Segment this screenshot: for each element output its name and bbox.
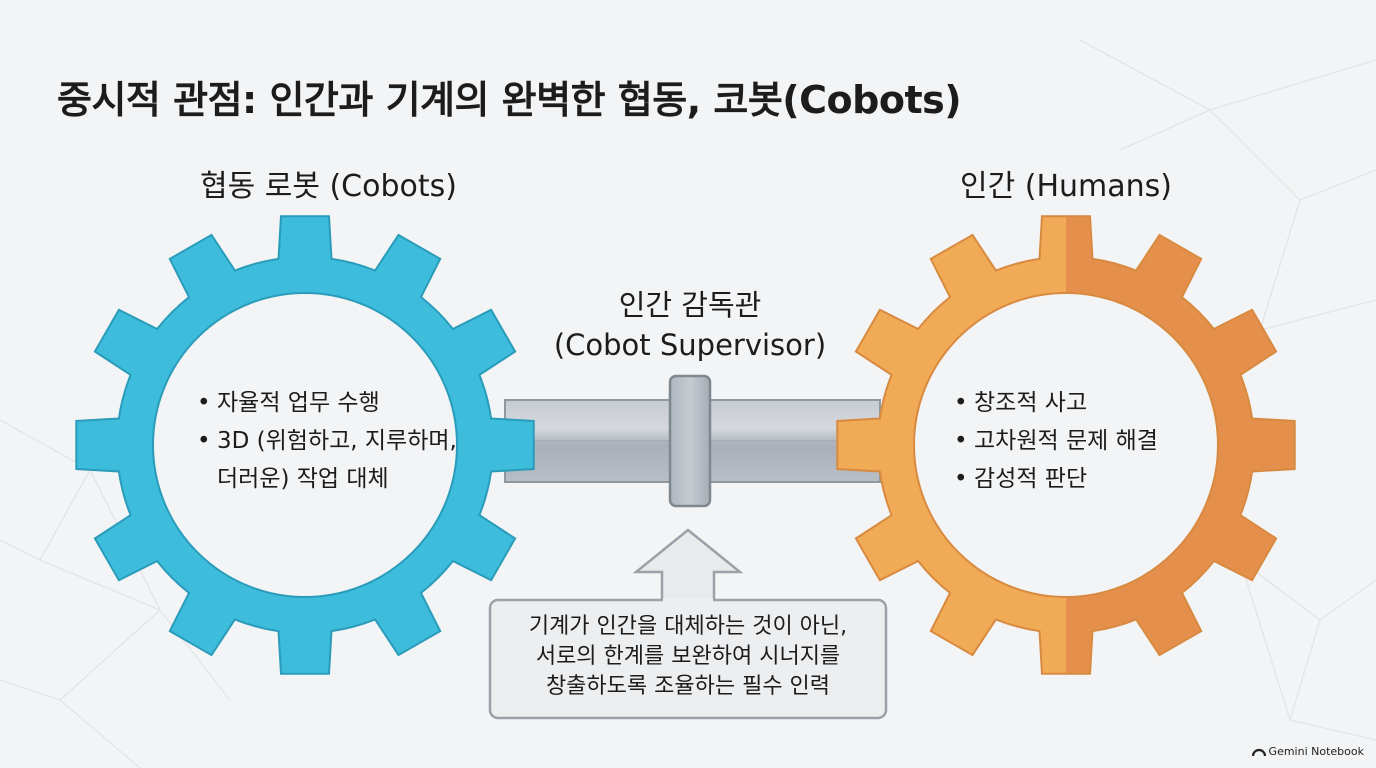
callout-line: 기계가 인간을 대체하는 것이 아닌, — [528, 614, 848, 639]
humans-gear — [836, 215, 1296, 675]
shaft-collar — [668, 374, 712, 508]
callout-text: 기계가 인간을 대체하는 것이 아닌, 서로의 한계를 보완하여 시너지를 창출… — [490, 600, 886, 718]
supervisor-label-line2: (Cobot Supervisor) — [553, 328, 827, 362]
humans-label: 인간 (Humans) — [960, 169, 1172, 204]
callout-arrow — [632, 528, 744, 603]
list-item: 고차원적 문제 해결 — [954, 422, 1158, 460]
watermark: Gemini Notebook — [1251, 745, 1364, 758]
list-item: 3D (위험하고, 지루하며, — [197, 422, 457, 460]
callout-box — [488, 598, 888, 720]
list-item: 감성적 판단 — [954, 460, 1158, 498]
supervisor-label-line1: 인간 감독관 — [618, 288, 762, 322]
page-title: 중시적 관점: 인간과 기계의 완벽한 협동, 코봇(Cobots) — [57, 78, 962, 123]
list-item: 더러운) 작업 대체 — [217, 466, 389, 492]
list-item: 창조적 사고 — [954, 384, 1158, 422]
callout-line: 창출하도록 조율하는 필수 인력 — [545, 674, 831, 699]
cobots-bullet-list: 자율적 업무 수행 3D (위험하고, 지루하며, 더러운) 작업 대체 — [197, 384, 457, 498]
watermark-text: Gemini Notebook — [1268, 745, 1364, 758]
notebook-logo-icon — [1251, 748, 1266, 756]
cobots-label: 협동 로봇 (Cobots) — [200, 169, 457, 204]
callout-line: 서로의 한계를 보완하여 시너지를 — [535, 644, 841, 669]
supervisor-label: 인간 감독관 (Cobot Supervisor) — [540, 285, 840, 365]
cobots-gear — [75, 215, 535, 675]
list-item: 자율적 업무 수행 — [197, 384, 457, 422]
humans-bullet-list: 창조적 사고 고차원적 문제 해결 감성적 판단 — [954, 384, 1158, 498]
